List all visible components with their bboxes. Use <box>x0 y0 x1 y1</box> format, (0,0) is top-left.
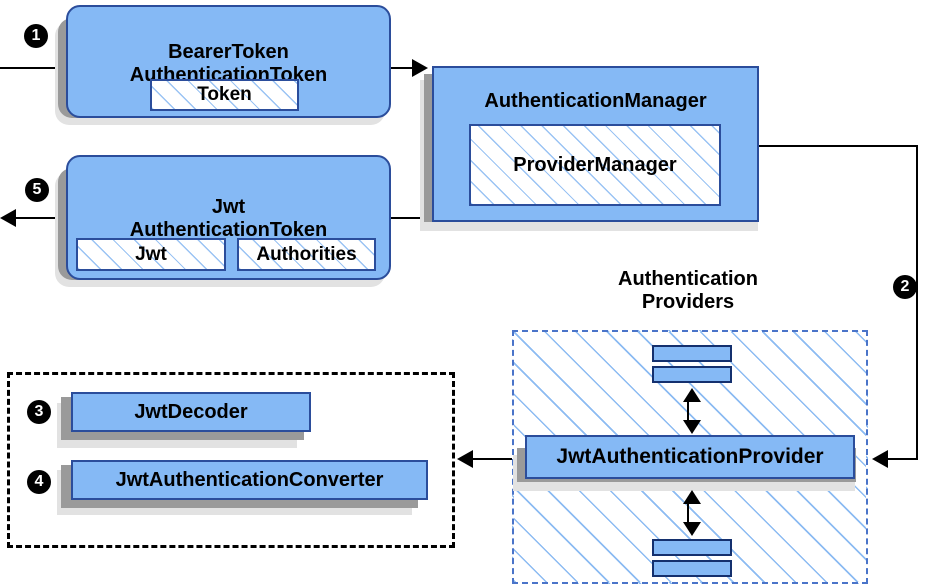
connector-response-out <box>16 217 66 219</box>
provider-placeholder-bar-top-1 <box>652 345 732 362</box>
badge-step-5-label: 5 <box>32 181 42 198</box>
node-bearer-token-inner-token[interactable]: Token <box>150 79 299 111</box>
arrowhead-to-support-icon <box>457 450 473 468</box>
jwt-converter-label: JwtAuthenticationConverter <box>115 468 384 491</box>
badge-step-4-label: 4 <box>34 473 44 490</box>
provider-manager-label: ProviderManager <box>513 153 677 176</box>
connector-request-in <box>0 67 66 69</box>
node-jwt-token-inner-jwt[interactable]: Jwt <box>76 238 226 271</box>
jwt-provider-label: JwtAuthenticationProvider <box>556 445 824 469</box>
arrowhead-into-provider-icon <box>872 450 888 468</box>
badge-step-3-label: 3 <box>34 403 44 420</box>
connector-provider-to-support <box>473 458 520 460</box>
bearer-token-inner-label: Token <box>197 84 252 105</box>
arrow-down-bottom-icon <box>683 522 701 536</box>
jwt-token-title-line1: Jwt <box>211 196 246 219</box>
node-provider-manager[interactable]: ProviderManager <box>469 124 721 206</box>
badge-step-1: 1 <box>24 24 48 48</box>
bearer-token-title-line1: BearerToken <box>168 41 289 64</box>
jwt-decoder-label: JwtDecoder <box>134 400 248 423</box>
jwt-token-inner-right-label: Authorities <box>256 243 357 265</box>
connector-manager-to-jwt-token <box>390 217 432 219</box>
connector-manager-right <box>759 145 918 147</box>
provider-placeholder-bar-bottom-2 <box>652 560 732 577</box>
badge-step-5: 5 <box>25 178 49 202</box>
jwt-support-group <box>7 372 455 548</box>
node-jwt-token-inner-authorities[interactable]: Authorities <box>237 238 376 271</box>
jwt-token-title-line2: AuthenticationToken <box>129 218 328 241</box>
providers-title-line1: Authentication <box>618 268 758 290</box>
node-jwt-authentication-provider[interactable]: JwtAuthenticationProvider <box>525 435 855 479</box>
provider-placeholder-bar-top-2 <box>652 366 732 383</box>
arrow-up-top-icon <box>683 388 701 402</box>
connector-into-provider <box>886 458 918 460</box>
jwt-token-inner-left-label: Jwt <box>135 243 167 265</box>
arrow-up-bottom-icon <box>683 490 701 504</box>
authentication-providers-title: Authentication Providers <box>558 268 818 314</box>
provider-placeholder-bar-bottom-1 <box>652 539 732 556</box>
badge-step-2: 2 <box>893 275 917 299</box>
connector-bottom-link <box>687 500 689 528</box>
node-jwt-authentication-converter[interactable]: JwtAuthenticationConverter <box>71 460 428 500</box>
connector-token-to-manager <box>390 67 422 69</box>
badge-step-3: 3 <box>27 400 51 424</box>
arrowhead-response-out-icon <box>0 209 16 227</box>
badge-step-4: 4 <box>27 470 51 494</box>
connector-manager-down <box>916 145 918 459</box>
arrow-down-top-icon <box>683 420 701 434</box>
connector-top-link <box>687 398 689 426</box>
badge-step-1-label: 1 <box>31 27 41 44</box>
node-jwt-decoder[interactable]: JwtDecoder <box>71 392 311 432</box>
badge-step-2-label: 2 <box>900 278 910 295</box>
authentication-manager-label: AuthenticationManager <box>484 90 707 112</box>
node-jwt-authentication-token[interactable]: Jwt AuthenticationToken <box>66 155 391 280</box>
providers-title-line2: Providers <box>641 291 735 313</box>
arrowhead-to-manager-icon <box>412 59 428 77</box>
